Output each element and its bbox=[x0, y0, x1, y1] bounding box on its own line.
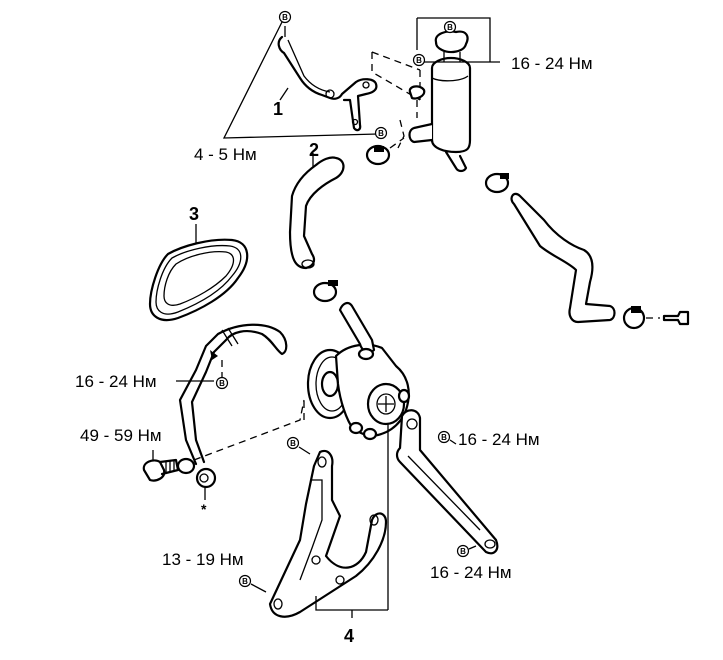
svg-text:B: B bbox=[282, 13, 288, 22]
seal-washer bbox=[195, 467, 217, 489]
hose-clamp bbox=[365, 144, 391, 166]
svg-text:B: B bbox=[441, 433, 447, 442]
torque-label-bracket-bolt: 13 - 19 Нм bbox=[162, 550, 244, 569]
pump-bracket bbox=[268, 449, 388, 618]
svg-text:B: B bbox=[460, 547, 466, 556]
bolt-marker: B bbox=[286, 436, 300, 450]
svg-text:B: B bbox=[242, 577, 248, 586]
bracket-torque-leader bbox=[222, 21, 379, 139]
bolt-marker: B bbox=[412, 53, 426, 67]
seal-replace-marker: * bbox=[201, 501, 207, 517]
part-number-3: 3 bbox=[189, 204, 199, 224]
power-steering-pump bbox=[306, 301, 411, 441]
bolt-marker: B bbox=[278, 10, 292, 24]
bolt-marker: B bbox=[443, 20, 457, 34]
bracket-group-line bbox=[315, 596, 388, 618]
svg-text:B: B bbox=[378, 129, 384, 138]
return-hose bbox=[484, 172, 690, 330]
drive-belt bbox=[148, 238, 249, 322]
svg-text:B: B bbox=[447, 23, 453, 32]
part-number-4: 4 bbox=[344, 626, 354, 646]
torque-label-pressure-line: 16 - 24 Нм bbox=[75, 372, 157, 391]
reservoir-torque-bracket bbox=[416, 17, 500, 63]
torque-label-reservoir-clamp: 16 - 24 Нм bbox=[511, 54, 593, 73]
union-bolt bbox=[142, 458, 180, 482]
bolt-marker: B bbox=[437, 430, 451, 444]
bolt-marker: B bbox=[215, 376, 229, 390]
part-number-2: 2 bbox=[309, 140, 319, 160]
hose-clamp-lower bbox=[312, 280, 338, 303]
svg-text:B: B bbox=[416, 56, 422, 65]
bolt-marker: B bbox=[456, 544, 470, 558]
torque-label-reservoir-bracket: 4 - 5 Нм bbox=[194, 145, 257, 164]
bolt-marker: B bbox=[374, 126, 388, 140]
adjusting-arm bbox=[395, 409, 499, 555]
torque-label-union-bolt: 49 - 59 Нм bbox=[80, 426, 162, 445]
svg-text:B: B bbox=[219, 379, 225, 388]
suction-hose bbox=[288, 156, 345, 270]
part-number-1: 1 bbox=[273, 99, 283, 119]
pressure-line bbox=[176, 323, 288, 475]
svg-text:B: B bbox=[290, 439, 296, 448]
torque-label-pump-mount-upper: 16 - 24 Нм bbox=[458, 430, 540, 449]
reservoir-bracket bbox=[277, 35, 378, 132]
reservoir bbox=[408, 30, 472, 173]
torque-label-pump-mount-lower: 16 - 24 Нм bbox=[430, 563, 512, 582]
bolt-marker: B bbox=[238, 574, 252, 588]
